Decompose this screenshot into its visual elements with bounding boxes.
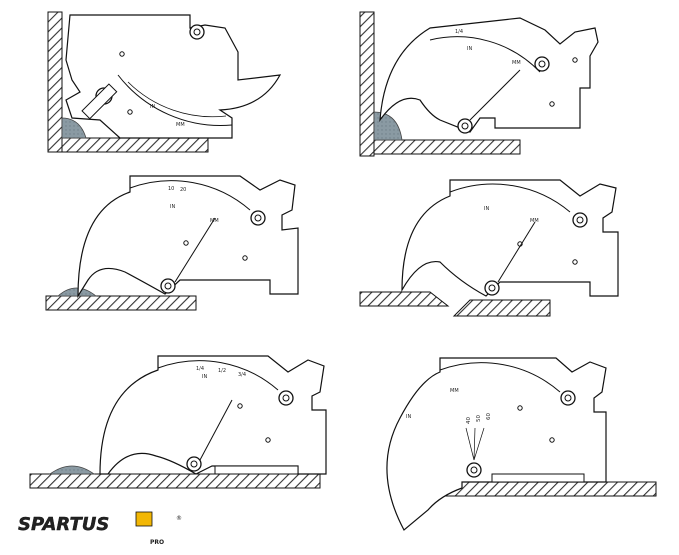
panel-fillet-corner: IN MM <box>47 11 282 153</box>
vertical-plate <box>359 11 375 157</box>
slider-edge <box>469 69 521 121</box>
panel-butt-reinforcement: IN MM 10 20 <box>45 175 299 311</box>
horizontal-plate <box>373 139 521 155</box>
slider-foot <box>214 465 299 475</box>
arc-scale <box>157 360 279 391</box>
right-plate <box>452 299 551 317</box>
base-plate <box>445 481 657 497</box>
logo-registered: ® <box>176 515 182 522</box>
brand-logo: SPARTUS PRO ® <box>18 511 182 546</box>
pivot-rivet-inner <box>254 214 262 222</box>
scale-label-in: IN <box>150 104 155 110</box>
gauge-body <box>77 175 299 299</box>
hole <box>572 57 578 63</box>
pivot-rivet-inner <box>164 282 172 290</box>
scale-label-half: 1/2 <box>218 368 226 374</box>
scale-label-in: IN <box>170 204 175 210</box>
angle-mark <box>473 427 476 461</box>
pivot-rivet-inner <box>564 394 572 402</box>
arc-scale <box>449 183 571 213</box>
hole <box>119 51 125 57</box>
logo-wordmark: SPARTUS <box>18 514 109 535</box>
gauge-body <box>65 14 282 139</box>
gauge-body <box>99 355 327 475</box>
hole <box>183 240 189 246</box>
scale-label-in: IN <box>406 414 411 420</box>
panel-misalignment: IN MM <box>359 179 619 317</box>
hole <box>572 259 578 265</box>
fillet-weld <box>61 117 87 139</box>
pivot-rivet-inner <box>576 216 584 224</box>
hole <box>549 101 555 107</box>
horizontal-plate <box>61 137 209 153</box>
logo-star-badge <box>135 511 153 527</box>
hole <box>242 255 248 261</box>
hole <box>517 405 523 411</box>
hole <box>127 109 133 115</box>
panel-fillet-corner-arc: IN MM 1/4 <box>359 11 599 157</box>
arc-scale <box>439 362 561 393</box>
slider-edge <box>174 217 216 283</box>
scale-label-ten: 10 <box>168 186 174 192</box>
pivot-rivet-inner <box>193 28 201 36</box>
weld-bead <box>56 287 98 297</box>
pivot-rivet-inner <box>488 284 496 292</box>
gauge-body <box>401 179 619 297</box>
base-plate <box>45 295 197 311</box>
arc-scale <box>129 180 251 211</box>
angle-label-60: 60 <box>486 413 492 420</box>
base-plate <box>29 473 321 489</box>
scale-label-in: IN <box>484 206 489 212</box>
panel-butt-weld: IN 1/4 1/2 3/4 <box>29 355 327 489</box>
hole <box>549 437 555 443</box>
logo-suffix: PRO <box>150 539 164 546</box>
pivot-rivet-inner <box>470 466 478 474</box>
angle-mark <box>473 427 485 461</box>
slider-edge <box>199 399 233 461</box>
gauge-body <box>386 357 607 531</box>
pivot-rivet-inner <box>190 460 198 468</box>
scale-label-in: IN <box>467 46 472 52</box>
scale-label-in: IN <box>202 374 207 380</box>
scale-label-quarter: 1/4 <box>196 366 204 372</box>
slider-foot <box>491 473 585 483</box>
angle-label-40: 40 <box>466 417 472 424</box>
vertical-plate <box>47 11 63 153</box>
pivot-rivet-inner <box>461 122 469 130</box>
angle-label-50: 50 <box>476 415 482 422</box>
left-plate <box>359 291 450 307</box>
pivot-rivet-inner <box>538 60 546 68</box>
scale-label-mm: MM <box>512 60 521 66</box>
scale-label-mm: MM <box>176 122 185 128</box>
slider-arm <box>81 83 118 120</box>
scale-label-mm: MM <box>530 218 539 224</box>
scale-label-mm: MM <box>450 388 459 394</box>
weld-bead <box>48 465 96 475</box>
scale-label-mm: MM <box>210 218 219 224</box>
scale-label-twenty: 20 <box>180 187 186 193</box>
hole <box>237 403 243 409</box>
arc-scale <box>117 74 233 126</box>
scale-label-three-quarter: 3/4 <box>238 372 246 378</box>
slider-edge <box>497 221 536 283</box>
scale-label-quarter: 1/4 <box>455 29 463 35</box>
arc-scale <box>429 36 541 73</box>
gauge-body <box>379 17 599 133</box>
fillet-weld <box>373 111 403 141</box>
pivot-rivet-inner <box>282 394 290 402</box>
hole <box>265 437 271 443</box>
angle-mark <box>465 427 475 461</box>
panel-bevel-angle: 40 50 60 IN MM <box>386 357 657 531</box>
arc-scale-inner <box>127 81 227 118</box>
